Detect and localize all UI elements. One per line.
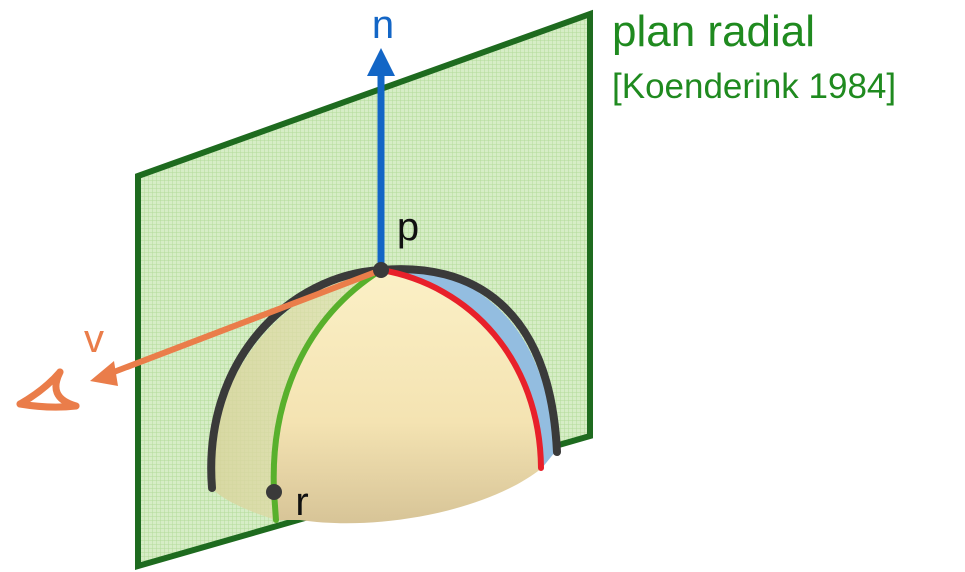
point-r-label: r	[295, 480, 308, 524]
dome-silhouette-left	[207, 266, 385, 492]
eye-icon	[16, 368, 80, 411]
dome-left-region	[211, 270, 381, 520]
point-p-marker	[373, 262, 389, 278]
green-curve	[270, 267, 384, 523]
plane-citation: [Koenderink 1984]	[612, 67, 897, 106]
point-r-marker	[266, 484, 282, 500]
dome-front-face	[275, 270, 542, 524]
view-arrow-shaft	[104, 267, 383, 378]
normal-label: n	[372, 3, 394, 47]
view-arrow-head	[90, 361, 118, 386]
normal-arrow-head	[367, 48, 395, 76]
point-p-label: p	[397, 205, 419, 249]
plane-title: plan radial	[612, 7, 816, 56]
view-label: v	[84, 317, 104, 361]
dome-silhouette-right	[377, 265, 561, 456]
red-curve	[378, 267, 544, 471]
